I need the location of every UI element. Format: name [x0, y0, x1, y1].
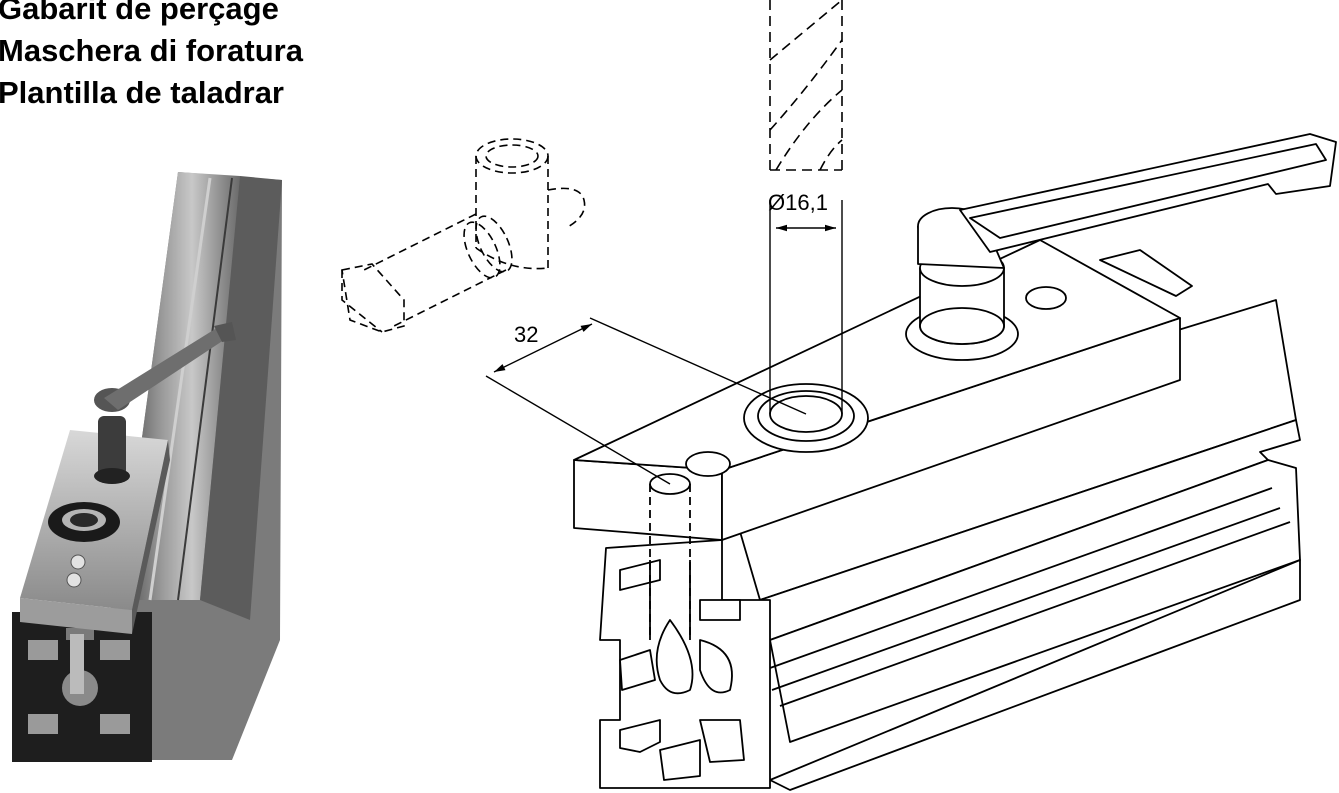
title-french: Gabarit de perçage	[0, 0, 279, 26]
diameter-label: Ø16,1	[768, 190, 828, 215]
product-photo	[12, 172, 282, 762]
diameter-dimension	[769, 200, 843, 414]
pin-accessory-drawing	[341, 138, 586, 333]
distance-label: 32	[514, 322, 538, 347]
distance-dimension	[485, 317, 807, 485]
title-spanish: Plantilla de taladrar	[0, 75, 284, 110]
jig-assembly-drawing	[573, 133, 1337, 791]
title-block: Gabarit de perçage Maschera di foratura …	[0, 0, 303, 114]
title-italian: Maschera di foratura	[0, 33, 303, 68]
drill-bit-drawing	[769, 0, 843, 171]
